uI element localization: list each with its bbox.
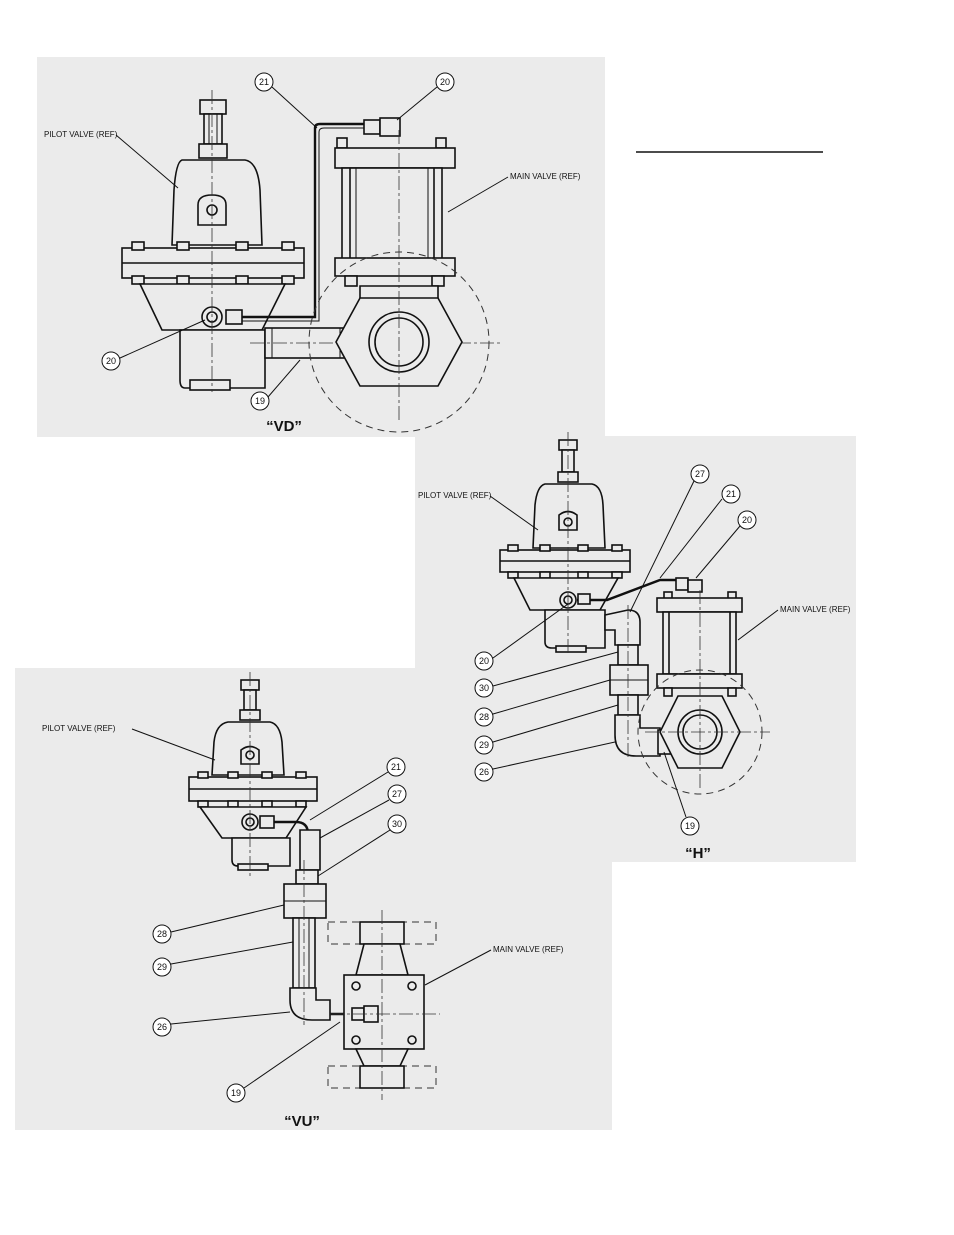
h-elbow-26: [615, 715, 660, 756]
svg-text:27: 27: [695, 469, 705, 479]
svg-text:21: 21: [259, 77, 269, 87]
svg-text:19: 19: [255, 396, 265, 406]
vu-main-valve-label: MAIN VALVE (REF): [493, 945, 564, 954]
vd-callouts: 21 20 20 19 PILOT VALVE (REF) MAIN VALVE…: [44, 73, 581, 410]
vu-elbow-26: [290, 988, 330, 1020]
vd-main-valve-label: MAIN VALVE (REF): [510, 172, 581, 181]
svg-text:21: 21: [391, 762, 401, 772]
vu-elbow-27: [300, 830, 320, 870]
svg-text:28: 28: [479, 712, 489, 722]
svg-text:20: 20: [742, 515, 752, 525]
vd-main-valve: [309, 130, 489, 432]
vu-pilot-valve-label: PILOT VALVE (REF): [42, 724, 116, 733]
h-pilot-valve-label: PILOT VALVE (REF): [418, 491, 492, 500]
svg-text:19: 19: [685, 821, 695, 831]
svg-text:26: 26: [479, 767, 489, 777]
vu-main-valve: [328, 910, 440, 1100]
svg-text:21: 21: [726, 489, 736, 499]
vu-view-label: “VU”: [284, 1113, 320, 1130]
vd-view-label: “VD”: [266, 418, 302, 435]
svg-text:27: 27: [392, 789, 402, 799]
svg-text:20: 20: [440, 77, 450, 87]
svg-text:29: 29: [157, 962, 167, 972]
view-h: 27 21 20 20 30 28 29 26 19: [418, 432, 851, 862]
h-main-valve: [638, 590, 770, 794]
h-elbow-27: [605, 610, 640, 645]
svg-text:28: 28: [157, 929, 167, 939]
h-view-label: “H”: [685, 845, 711, 862]
h-main-valve-label: MAIN VALVE (REF): [780, 605, 851, 614]
svg-text:26: 26: [157, 1022, 167, 1032]
svg-text:29: 29: [479, 740, 489, 750]
svg-text:30: 30: [392, 819, 402, 829]
svg-text:20: 20: [479, 656, 489, 666]
svg-text:19: 19: [231, 1088, 241, 1098]
svg-text:20: 20: [106, 356, 116, 366]
svg-text:30: 30: [479, 683, 489, 693]
vu-pilot-valve: [189, 672, 317, 876]
vu-union-30: [296, 870, 318, 884]
vd-pilot-valve-label: PILOT VALVE (REF): [44, 130, 118, 139]
view-vd: 21 20 20 19 PILOT VALVE (REF) MAIN VALVE…: [44, 73, 581, 435]
